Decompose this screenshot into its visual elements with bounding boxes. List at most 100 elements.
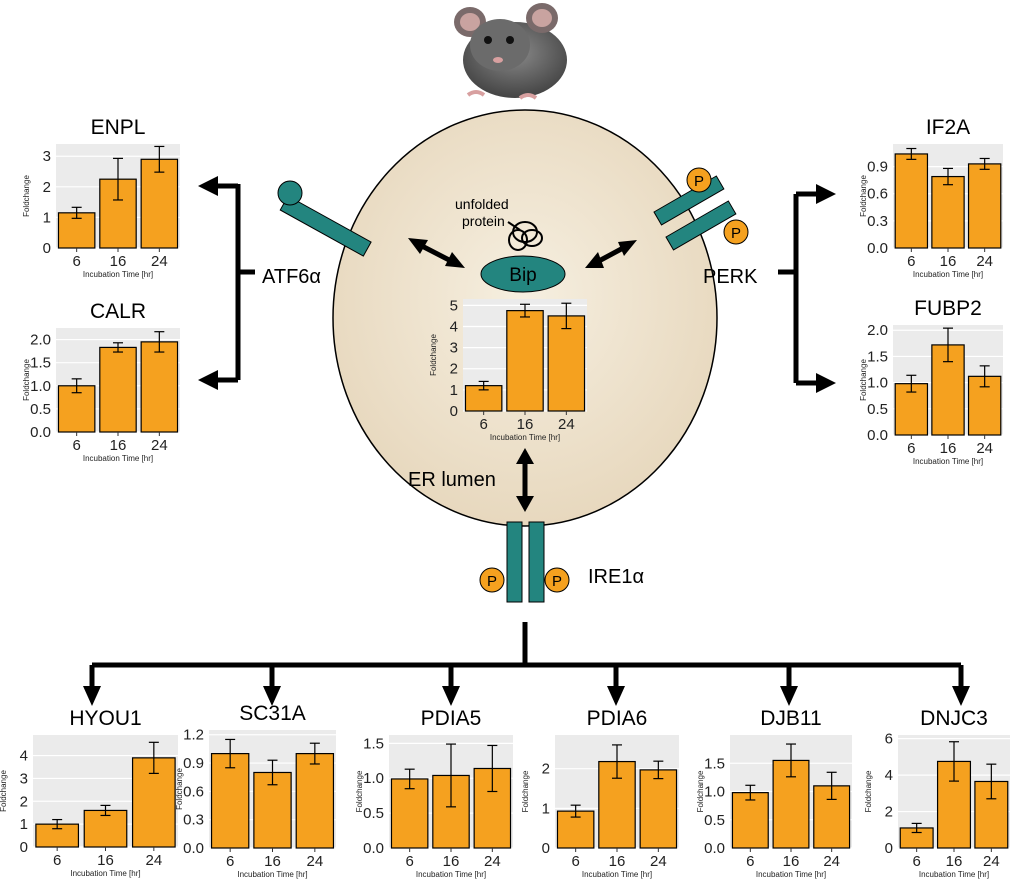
double-arrow-vertical	[516, 448, 534, 512]
x-tick-label: 24	[976, 440, 993, 457]
y-tick-label: 3	[43, 148, 51, 165]
y-tick-label: 1	[43, 209, 51, 226]
y-tick-label: 0.0	[183, 840, 204, 857]
perk-receptor-icon	[653, 167, 749, 251]
y-tick-label: 4	[20, 748, 28, 765]
y-tick-label: 2	[885, 804, 893, 821]
y-tick-label: 0.5	[30, 401, 51, 418]
y-tick-label: 4	[450, 318, 458, 335]
x-axis-label: Incubation Time [hr]	[83, 270, 153, 279]
y-tick-label: 1.5	[704, 755, 725, 772]
unfolded-label-line1: unfolded	[455, 196, 509, 212]
y-tick-label: 2	[542, 761, 550, 778]
x-tick-label: 16	[110, 437, 127, 454]
bar	[506, 310, 544, 412]
y-tick-label: 1.5	[30, 355, 51, 372]
y-axis-label: Foldchange	[859, 175, 868, 217]
y-axis-label: Foldchange	[521, 770, 530, 812]
x-tick-label: 24	[823, 853, 840, 870]
perk-label: PERK	[703, 266, 758, 288]
bar	[140, 341, 179, 433]
y-tick-label: 1.2	[183, 727, 204, 744]
chart-title: PDIA6	[587, 707, 648, 730]
bar	[547, 315, 586, 412]
y-axis-label: Foldchange	[696, 770, 705, 812]
chart-title: PDIA5	[421, 707, 482, 730]
y-tick-label: 1	[20, 816, 28, 833]
arrowhead-dnjc3	[952, 686, 970, 706]
arrowhead-pdia6	[607, 686, 625, 706]
y-tick-label: 0.5	[867, 401, 888, 418]
chart-title: ENPL	[91, 116, 146, 139]
x-tick-label: 24	[484, 853, 501, 870]
y-tick-label: 0.0	[30, 424, 51, 441]
y-tick-label: 2.0	[30, 332, 51, 349]
x-axis-label: Incubation Time [hr]	[919, 870, 989, 879]
ire1-receptor-icon	[479, 521, 570, 603]
y-tick-label: 5	[450, 297, 458, 314]
x-tick-label: 24	[650, 853, 667, 870]
y-tick-label: 0.3	[867, 213, 888, 230]
bar	[390, 778, 429, 849]
y-tick-label: 0	[885, 840, 893, 857]
y-axis-label: Foldchange	[864, 770, 873, 812]
y-tick-label: 1.0	[704, 784, 725, 801]
bar	[140, 158, 179, 249]
mouse-icon	[454, 3, 567, 100]
y-tick-label: 0	[450, 403, 458, 420]
x-tick-label: 6	[571, 853, 579, 870]
atf6-label: ATF6α	[262, 266, 321, 288]
x-tick-label: 24	[558, 416, 575, 433]
bip-label: Bip	[509, 265, 536, 286]
x-tick-label: 16	[97, 852, 114, 869]
y-tick-label: 1	[542, 800, 550, 817]
y-tick-label: 0	[43, 240, 51, 257]
chart-title: DJB11	[760, 707, 821, 730]
x-tick-label: 16	[443, 853, 460, 870]
y-axis-label: Foldchange	[22, 175, 31, 217]
x-tick-label: 16	[940, 440, 957, 457]
y-tick-label: 0.5	[363, 805, 384, 822]
y-tick-label: 2	[43, 179, 51, 196]
y-tick-label: 0	[20, 839, 28, 856]
bar	[931, 175, 965, 249]
y-tick-label: 0.6	[183, 783, 204, 800]
y-tick-label: 1	[450, 382, 458, 399]
y-tick-label: 0.0	[867, 427, 888, 444]
x-tick-label: 6	[53, 852, 61, 869]
y-tick-label: 1.0	[867, 375, 888, 392]
bar	[295, 752, 335, 849]
x-tick-label: 16	[110, 253, 127, 270]
x-tick-label: 16	[940, 253, 957, 270]
y-tick-label: 0.9	[867, 159, 888, 176]
x-tick-label: 16	[517, 416, 534, 433]
x-tick-label: 24	[983, 853, 1000, 870]
arrowhead-calr	[198, 370, 218, 390]
arrowhead-djb11	[780, 686, 798, 706]
double-arrow-right	[585, 240, 637, 268]
x-tick-label: 6	[907, 440, 915, 457]
ire1-phospho-2: P	[552, 573, 562, 590]
y-axis-label: Foldchange	[355, 770, 364, 812]
x-tick-label: 16	[609, 853, 626, 870]
x-tick-label: 24	[151, 437, 168, 454]
chart-title: HYOU1	[69, 707, 141, 730]
x-axis-label: Incubation Time [hr]	[83, 454, 153, 463]
y-tick-label: 0	[542, 840, 550, 857]
unfolded-protein-icon	[507, 221, 543, 251]
bar	[210, 752, 250, 849]
y-tick-label: 2.0	[867, 322, 888, 339]
y-tick-label: 0.0	[363, 840, 384, 857]
arrowhead-hyou1	[83, 686, 101, 706]
y-tick-label: 1.5	[363, 735, 384, 752]
y-axis-label: Foldchange	[175, 768, 184, 810]
